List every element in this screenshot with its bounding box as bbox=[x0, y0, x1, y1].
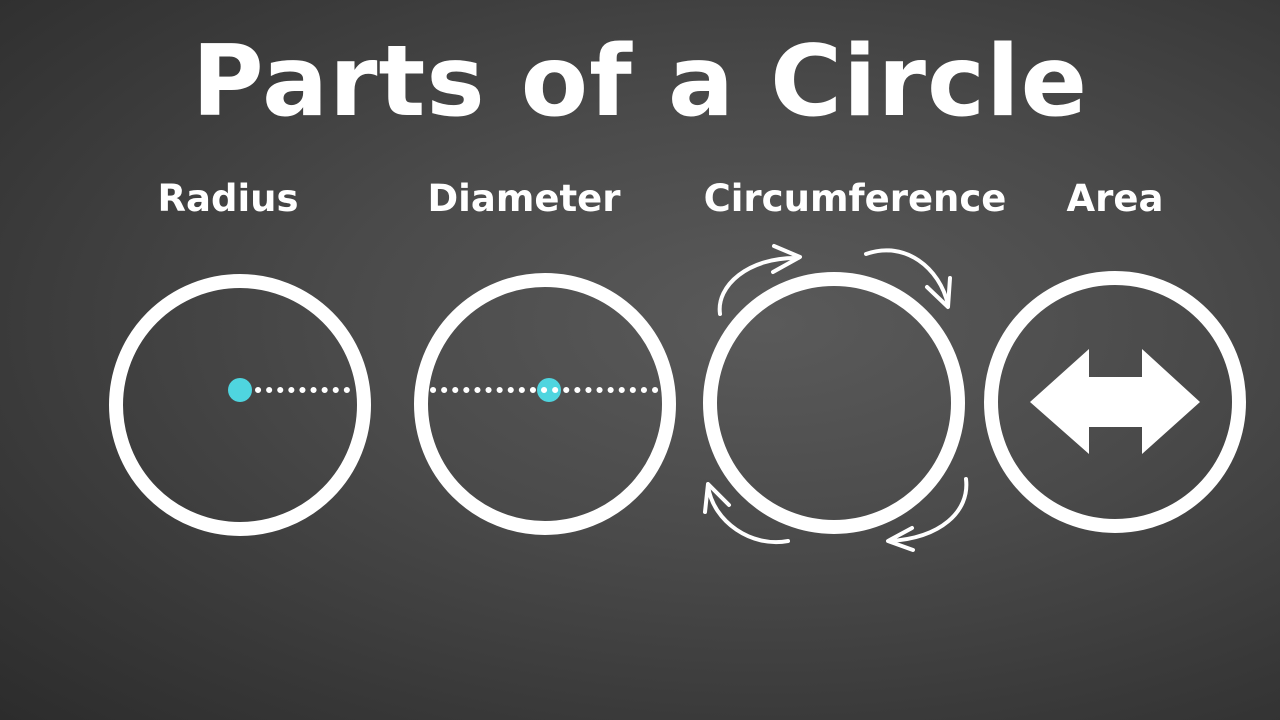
circumference-circle-icon bbox=[703, 244, 969, 552]
label-diameter: Diameter bbox=[427, 177, 621, 220]
label-area: Area bbox=[1066, 177, 1164, 220]
radius-circle-icon bbox=[109, 274, 371, 536]
page-title: Parts of a Circle bbox=[191, 25, 1089, 139]
label-circumference: Circumference bbox=[703, 177, 1007, 220]
area-circle-icon bbox=[984, 271, 1246, 533]
diameter-circle-icon bbox=[414, 273, 680, 535]
label-radius: Radius bbox=[157, 177, 299, 220]
